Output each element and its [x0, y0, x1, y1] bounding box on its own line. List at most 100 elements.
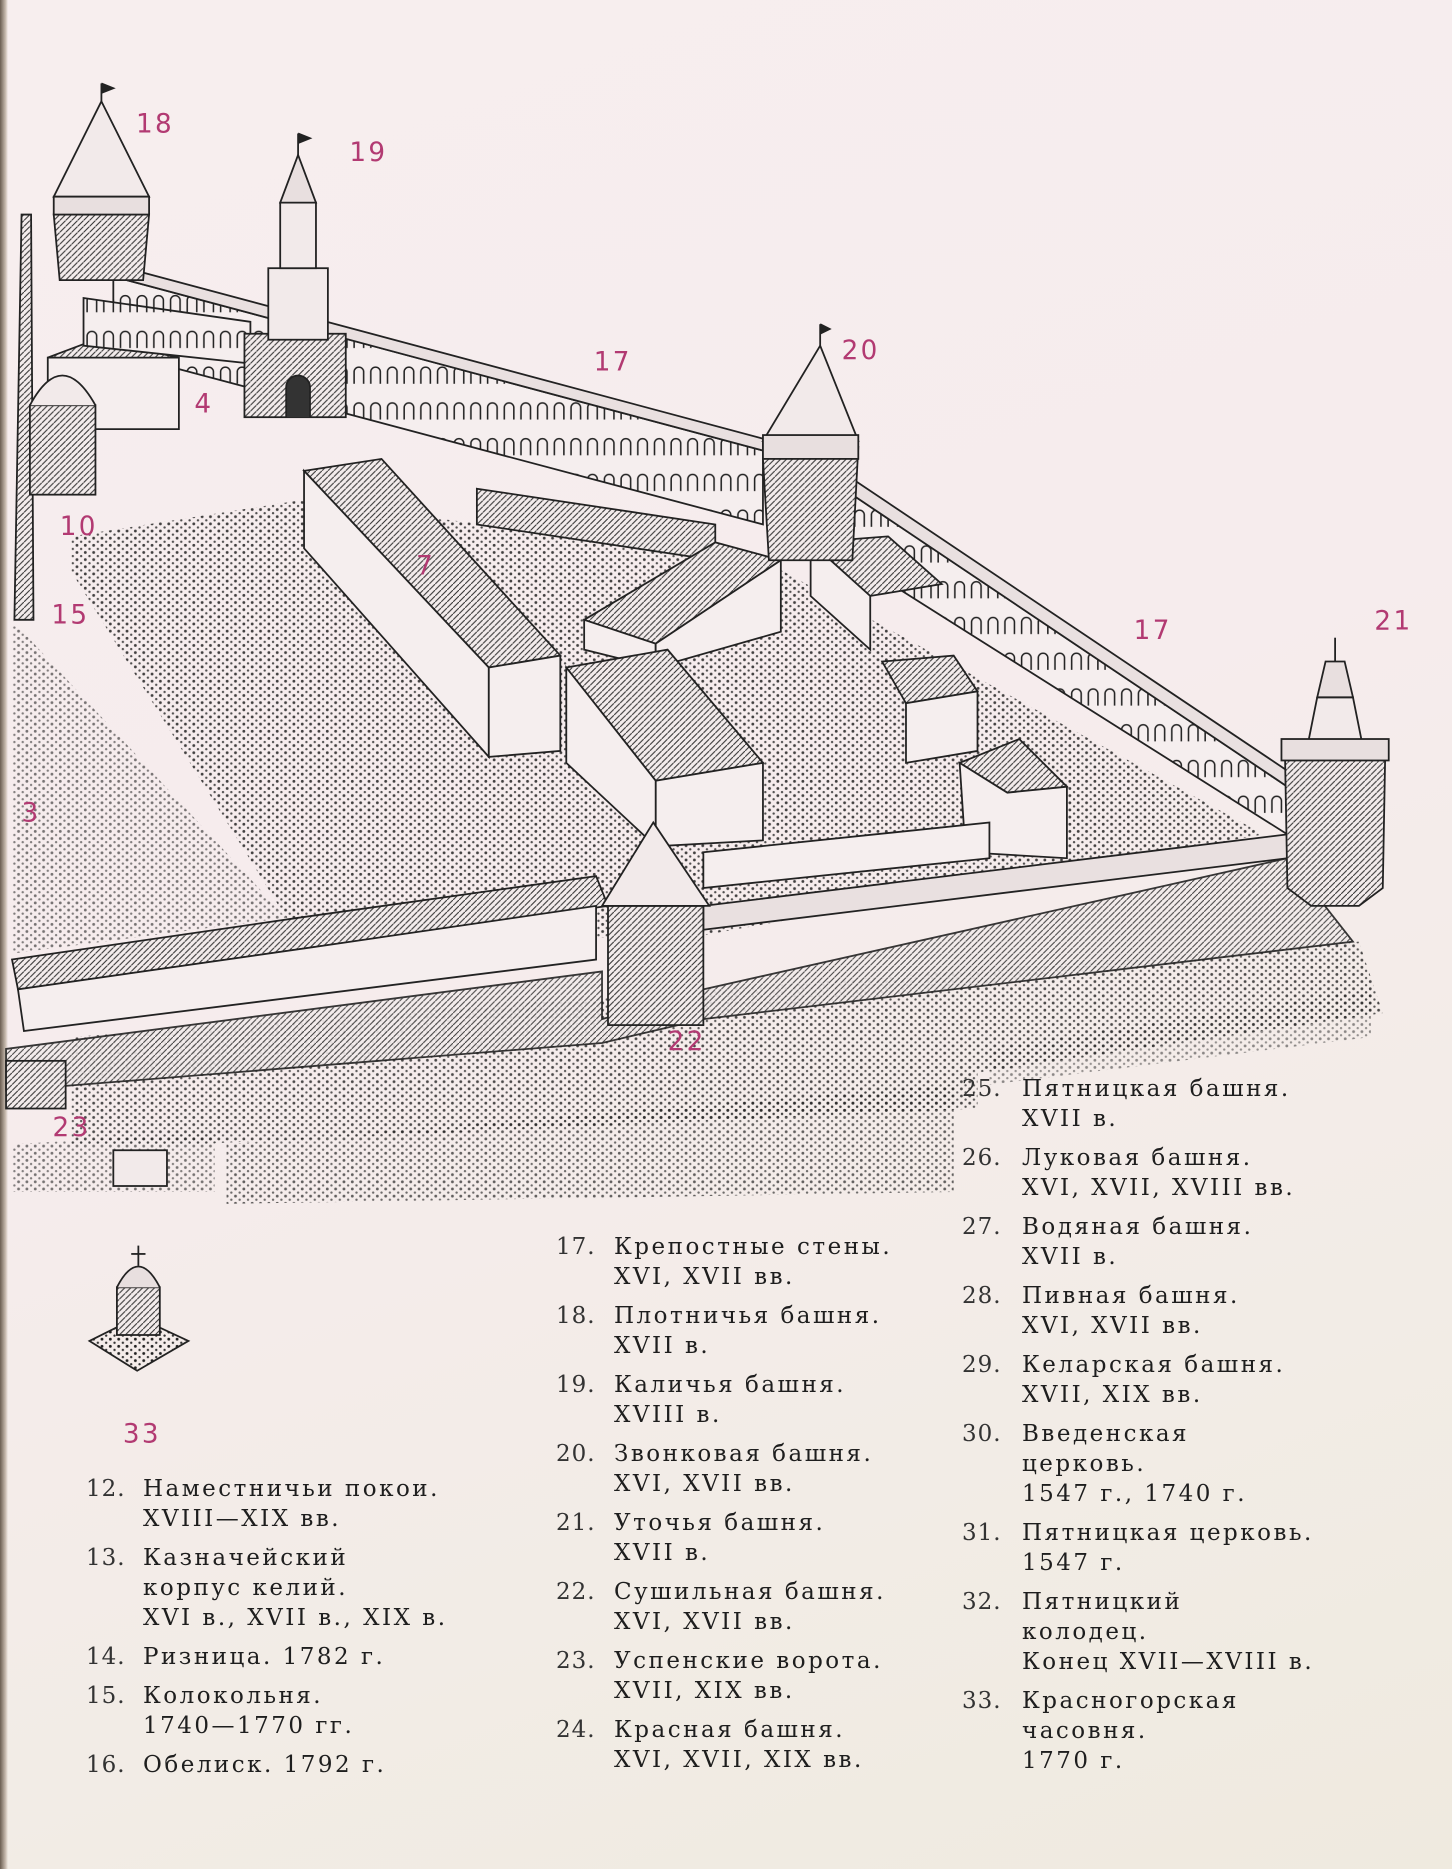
legend-entry-line: часовня.	[1022, 1718, 1148, 1744]
legend-entry: 29. Келарская башня. XVII, XIX вв.	[962, 1350, 1314, 1410]
legend-entry-line: XVI в., XVII в., XIX в.	[143, 1605, 448, 1631]
legend-entry-line: XVII в.	[1022, 1244, 1119, 1270]
legend-entry-line: XVII в.	[1022, 1106, 1119, 1132]
legend-entry-line: колодец.	[1022, 1619, 1149, 1645]
legend-entry-line: церковь.	[1022, 1451, 1147, 1477]
legend-entry-text: Луковая башня.XVI, XVII, XVIII вв.	[1022, 1143, 1314, 1203]
legend-entry-text: Пивная башня.XVI, XVII вв.	[1022, 1281, 1314, 1341]
legend-entry-line: Красная башня.	[614, 1717, 846, 1743]
chapel-33-drawing	[87, 1245, 191, 1372]
legend-entry-text: Наместничьи покои.XVIII—XIX вв.	[143, 1474, 448, 1534]
legend-entry-number: 23.	[556, 1648, 596, 1674]
legend-entry: 25.Пятницкая башня.XVII в.	[962, 1074, 1314, 1134]
legend-entry-text: Каличья башня. XVIII в.	[614, 1370, 892, 1430]
legend-entry-line: Введенская	[1022, 1421, 1190, 1447]
legend-entry-number: 24.	[556, 1717, 596, 1743]
legend-entry-line: XVIII в.	[614, 1402, 722, 1428]
legend-entry-line: XVI, XVII вв.	[614, 1609, 795, 1635]
legend-entry: 27. Водяная башня. XVII в.	[962, 1212, 1314, 1272]
label-15: 15	[51, 600, 89, 630]
tower-22	[600, 820, 711, 1026]
legend-entry-line: XVI, XVII вв.	[614, 1471, 795, 1497]
legend-entry-number: 33.	[962, 1688, 1002, 1714]
legend-entry-number: 21.	[556, 1510, 596, 1536]
legend-entry-number: 13.	[86, 1545, 126, 1571]
legend-entry-line: XVII, XIX вв.	[614, 1678, 795, 1704]
legend-entry-line: корпус келий.	[143, 1575, 349, 1601]
legend-entry: 21.Уточья башня.XVII в.	[556, 1508, 892, 1568]
legend-entry: 19. Каличья башня. XVIII в.	[556, 1370, 892, 1430]
legend-entry: 31. Пятницкая церковь. 1547 г.	[962, 1518, 1314, 1578]
legend-entry-text: Келарская башня. XVII, XIX вв.	[1022, 1350, 1314, 1410]
legend-entry-text: Сушильная башня. XVI, XVII вв.	[614, 1577, 892, 1637]
inner-buildings	[46, 296, 1069, 890]
label-3: 3	[22, 798, 41, 828]
legend-entry-line: XVII в.	[614, 1540, 711, 1566]
legend-entry-number: 31.	[962, 1520, 1002, 1546]
legend-entry-line: Красногорская	[1022, 1688, 1239, 1714]
tower-20	[761, 323, 860, 562]
legend-entry-line: Пивная башня.	[1022, 1283, 1240, 1309]
legend-entry-line: Ризница. 1782 г.	[143, 1644, 386, 1670]
legend-entry-line: Пятницкий	[1022, 1589, 1183, 1615]
legend-entry-line: Успенские ворота.	[614, 1648, 883, 1674]
label-23: 23	[53, 1113, 91, 1143]
legend-entry-line: XVII, XIX вв.	[1022, 1382, 1203, 1408]
legend-entry-line: Луковая башня.	[1022, 1145, 1253, 1171]
legend-entry-line: Пятницкая башня.	[1022, 1076, 1291, 1102]
legend-entry: 18.Плотничья башня.XVII в.	[556, 1301, 892, 1361]
legend-entry-text: Колокольня.1740—1770 гг.	[143, 1681, 448, 1741]
legend-entry-line: Обелиск. 1792 г.	[143, 1752, 387, 1778]
tower-21	[1280, 637, 1390, 907]
legend-entry-number: 27.	[962, 1214, 1002, 1240]
legend-entry-number: 19.	[556, 1372, 596, 1398]
legend-entry: 15.Колокольня.1740—1770 гг.	[86, 1681, 448, 1741]
label-22: 22	[668, 1027, 706, 1057]
legend-entry-line: Водяная башня.	[1022, 1214, 1254, 1240]
legend-entry-number: 29.	[962, 1352, 1002, 1378]
legend-entry-number: 32.	[962, 1589, 1002, 1615]
legend-entry: 23. Успенские ворота. XVII, XIX вв.	[556, 1646, 892, 1706]
page-binding-edge	[0, 0, 8, 1869]
label-21: 21	[1374, 606, 1412, 636]
legend-entry: 14.Ризница. 1782 г.	[86, 1642, 448, 1672]
legend-entry: 33. Красногорская часовня. 1770 г.	[962, 1686, 1314, 1776]
front-building	[10, 875, 610, 1033]
legend-entry-text: Красная башня.XVI, XVII, XIX вв.	[614, 1715, 892, 1775]
legend-entry-line: Келарская башня.	[1022, 1352, 1286, 1378]
legend-entry: 22.Сушильная башня.XVI, XVII вв.	[556, 1577, 892, 1637]
bell-tower-15	[13, 213, 35, 621]
legend-entry-line: 1770 г.	[1022, 1748, 1125, 1774]
tower-18	[52, 82, 151, 282]
label-4: 4	[194, 389, 213, 419]
legend-entry-line: Каличья башня.	[614, 1372, 847, 1398]
label-7: 7	[416, 552, 435, 582]
legend-entry-number: 26.	[962, 1145, 1002, 1171]
label-17-back-wall: 17	[594, 348, 632, 378]
legend-entry-line: 1547 г.	[1022, 1550, 1125, 1576]
legend-entry: 20.Звонковая башня.XVI, XVII вв.	[556, 1439, 892, 1499]
legend-entry-number: 16.	[86, 1752, 126, 1778]
label-10: 10	[60, 512, 98, 542]
gate-23	[5, 1059, 168, 1187]
legend-entry-line: Пятницкая церковь.	[1022, 1520, 1314, 1546]
legend-entry-line: XVII в.	[614, 1333, 711, 1359]
legend-entry: 12.Наместничьи покои.XVIII—XIX вв.	[86, 1474, 448, 1534]
legend-entry-text: Красногорская часовня. 1770 г.	[1022, 1686, 1314, 1776]
legend-entry-text: Водяная башня. XVII в.	[1022, 1212, 1314, 1272]
legend-entry: 26. Луковая башня.XVI, XVII, XVIII вв.	[962, 1143, 1314, 1203]
legend-entry-line: Звонковая башня.	[614, 1441, 874, 1467]
legend-column-3: 25.Пятницкая башня.XVII в.26.Луковая баш…	[962, 1074, 1314, 1785]
legend-entry-line: Сушильная башня.	[614, 1579, 886, 1605]
map-labels: 18 19 17 20 4 10 7 15 17 21 3 22 23 33	[22, 109, 1412, 1449]
legend-entry-text: Пятницкая церковь. 1547 г.	[1022, 1518, 1314, 1578]
legend-entry-text: Пятницкая башня. XVII в.	[1022, 1074, 1314, 1134]
legend-entry-line: XVI, XVII вв.	[614, 1264, 795, 1290]
legend-entry: 17.Крепостные стены.XVI, XVII вв.	[556, 1232, 892, 1292]
legend-entry: 24. Красная башня.XVI, XVII, XIX вв.	[556, 1715, 892, 1775]
legend-entry-line: 1547 г., 1740 г.	[1022, 1481, 1248, 1507]
